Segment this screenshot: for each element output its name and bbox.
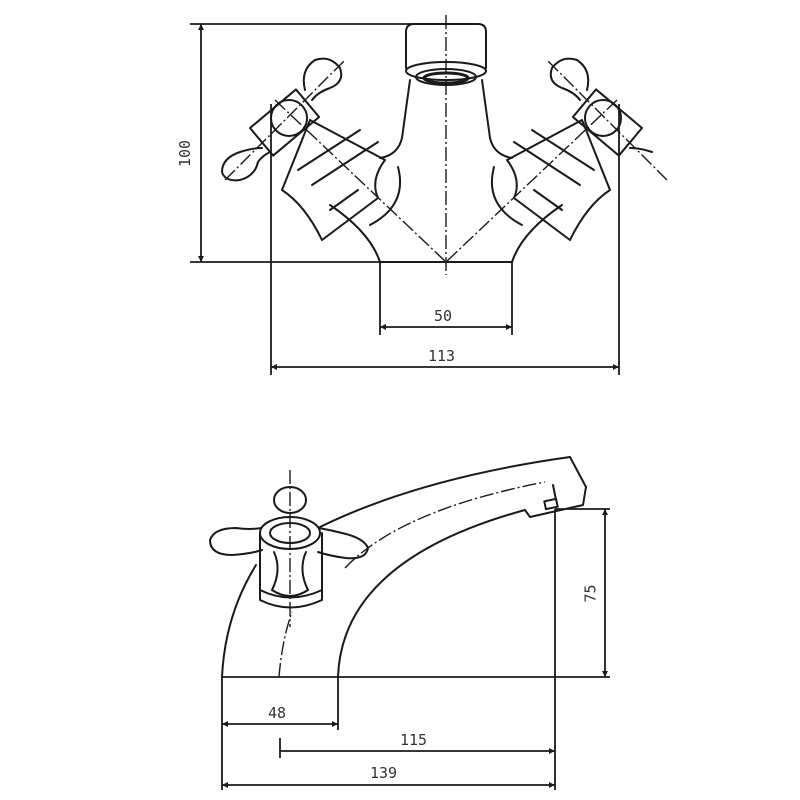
right-handle-icon	[546, 57, 668, 181]
label-base-width-50: 50	[434, 307, 453, 325]
dimension-base-depth	[221, 677, 339, 790]
label-base-depth-48: 48	[268, 704, 287, 722]
side-handle-icon	[209, 486, 369, 609]
dimension-spout-reach	[279, 738, 555, 758]
front-view	[190, 15, 668, 375]
label-spout-height-75: 75	[581, 584, 600, 603]
side-view	[209, 456, 610, 790]
label-overall-width-113: 113	[428, 347, 456, 365]
label-overall-depth-139: 139	[370, 764, 398, 782]
dimension-spout-height	[554, 508, 610, 790]
left-valve-body	[281, 119, 386, 241]
dimension-overall-depth	[222, 782, 555, 788]
dimension-base-width	[379, 262, 513, 335]
dimension-height	[190, 23, 420, 263]
label-spout-reach-115: 115	[400, 731, 428, 749]
left-handle-icon	[221, 57, 346, 182]
dimension-overall-width	[270, 104, 620, 375]
aerator-icon	[405, 23, 487, 86]
right-valve-body	[506, 119, 611, 241]
label-height-100: 100	[176, 139, 195, 168]
